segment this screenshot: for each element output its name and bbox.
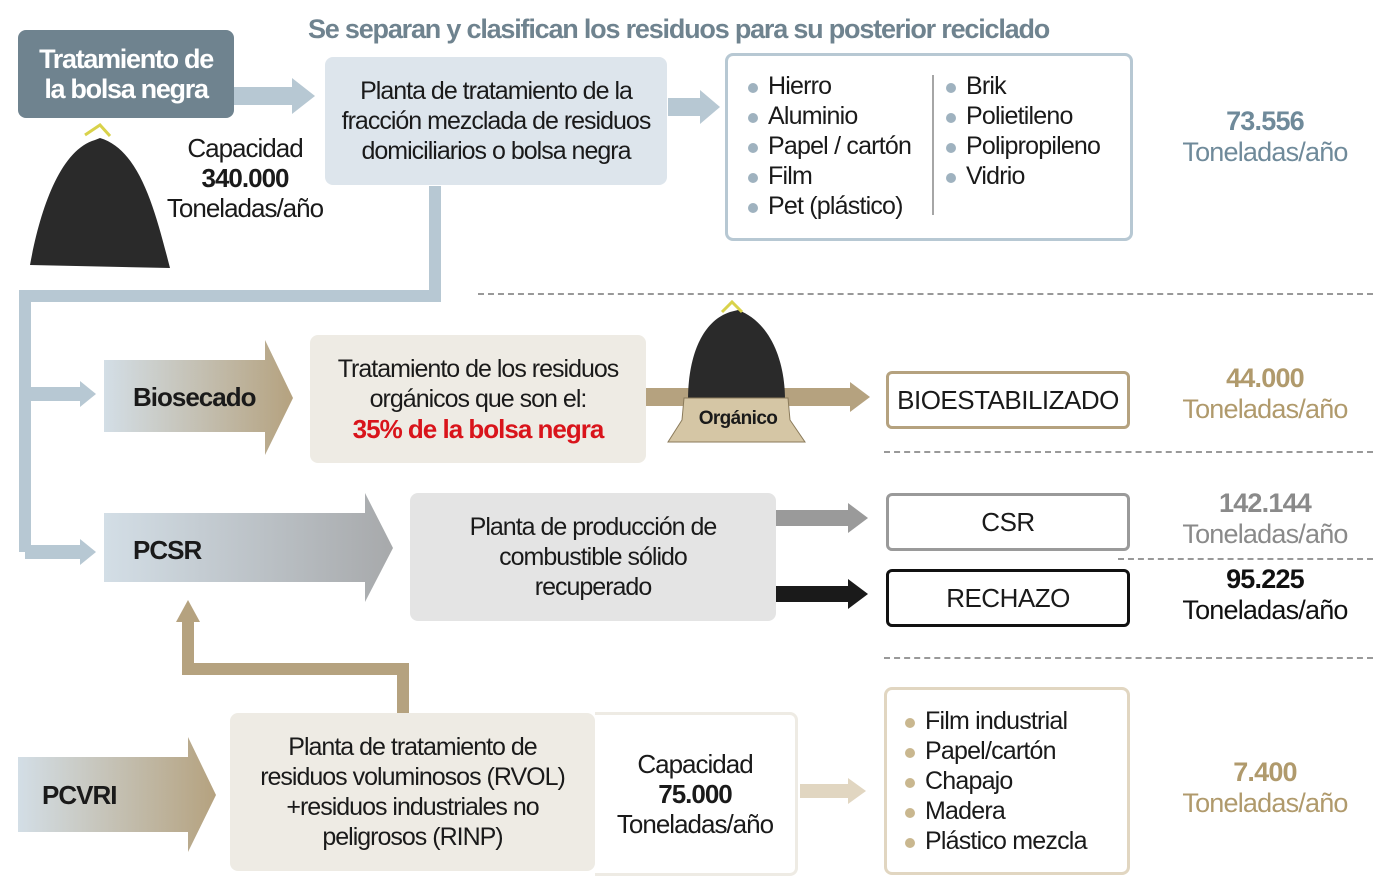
- bioestabilizado-box: BIOESTABILIZADO: [886, 371, 1130, 429]
- csr-box: CSR: [886, 493, 1130, 551]
- branch-pcsr: [25, 539, 96, 565]
- pcsr-box: Planta de producción de combustible sóli…: [410, 493, 776, 621]
- capacity-main: Capacidad 340.000 Toneladas/año: [150, 133, 340, 223]
- capacity-unit: Toneladas/año: [616, 809, 774, 839]
- text-line: recuperado: [534, 573, 652, 601]
- list-item: Film industrial: [903, 706, 1087, 736]
- recyclables-box: Hierro Aluminio Papel / cartón Film Pet …: [725, 53, 1133, 241]
- text-line: peligrosos (RINP): [322, 823, 503, 851]
- text-line: combustible sólido: [499, 543, 688, 571]
- text-line: Planta de tratamiento de: [288, 733, 537, 761]
- plant-main-box: Planta de tratamiento de la fracción mez…: [325, 57, 667, 185]
- page-title: Se separan y clasifican los residuos par…: [308, 14, 1050, 44]
- header-box: Tratamiento de la bolsa negra: [18, 30, 234, 118]
- rechazo-arrow: [776, 579, 868, 609]
- output-unit: Toneladas/año: [1182, 595, 1348, 625]
- list-item: Film: [746, 161, 911, 191]
- csr-arrow: [776, 503, 868, 533]
- materials-list: Film industrial Papel/cartón Chapajo Mad…: [903, 706, 1087, 856]
- list-item: Hierro: [746, 71, 911, 101]
- divider: [1118, 558, 1373, 560]
- capacity-label: Capacidad: [637, 749, 753, 779]
- output-unit: Toneladas/año: [1182, 788, 1348, 818]
- highlight-percent: 35% de la bolsa negra: [352, 414, 605, 444]
- text-line: fracción mezclada de residuos: [341, 107, 652, 135]
- output-value: 7.400: [1233, 757, 1297, 787]
- output-unit: Toneladas/año: [1182, 137, 1348, 167]
- recyclables-output: 73.556 Toneladas/año: [1165, 106, 1365, 168]
- list-item: Vidrio: [944, 161, 1100, 191]
- list-item: Polipropileno: [944, 131, 1101, 161]
- list-item: Pet (plástico): [746, 191, 911, 221]
- csr-output: 142.144 Toneladas/año: [1165, 488, 1365, 550]
- capacity-value: 340.000: [201, 163, 290, 193]
- pcvri-label: PCVRI: [42, 780, 117, 810]
- list-item: Papel / cartón: [746, 131, 912, 161]
- branch-biosecado: [25, 381, 96, 407]
- text-line: residuos voluminosos (RVOL): [260, 763, 566, 791]
- pcsr-label: PCSR: [133, 535, 202, 565]
- text-line: orgánicos que son el:: [369, 385, 588, 413]
- pcvri-capacity: Capacidad 75.000 Toneladas/año: [595, 712, 798, 876]
- biosecado-box: Tratamiento de los residuos orgánicos qu…: [310, 335, 646, 463]
- main-arrow: [234, 78, 315, 114]
- materials-box: Film industrial Papel/cartón Chapajo Mad…: [884, 687, 1130, 875]
- recyclables-col1: Hierro Aluminio Papel / cartón Film Pet …: [746, 71, 912, 221]
- output-value: 142.144: [1219, 488, 1312, 518]
- recycle-arrow: [668, 90, 720, 124]
- biosecado-label: Biosecado: [133, 382, 256, 412]
- text-line: Planta de tratamiento de la: [360, 77, 633, 105]
- biosecado-output: 44.000 Toneladas/año: [1165, 363, 1365, 425]
- header-line: Tratamiento de: [39, 44, 214, 74]
- rechazo-output: 95.225 Toneladas/año: [1165, 564, 1365, 626]
- output-value: 95.225: [1226, 564, 1305, 594]
- list-item: Aluminio: [746, 101, 911, 131]
- bag-icon-main: [30, 123, 170, 268]
- divider: [884, 657, 1373, 659]
- capacity-unit: Toneladas/año: [166, 193, 324, 223]
- output-unit: Toneladas/año: [1182, 519, 1348, 549]
- rechazo-box: RECHAZO: [886, 569, 1130, 627]
- list-item: Chapajo: [903, 766, 1087, 796]
- output-value: 73.556: [1226, 106, 1305, 136]
- text-line: +residuos industriales no: [286, 793, 539, 821]
- text-line: domiciliarios o bolsa negra: [361, 137, 632, 165]
- header-line: la bolsa negra: [44, 74, 209, 104]
- list-item: Polietileno: [944, 101, 1100, 131]
- pcsr-arrow: [104, 493, 393, 602]
- bag-label: Orgánico: [698, 408, 778, 429]
- list-item: Brik: [944, 71, 1100, 101]
- list-item: Plástico mezcla: [903, 826, 1087, 856]
- biosecado-arrow: [104, 340, 293, 455]
- pcvri-output: 7.400 Toneladas/año: [1165, 757, 1365, 819]
- list-item: Papel/cartón: [903, 736, 1087, 766]
- divider: [478, 293, 1373, 295]
- recyclables-col2: Brik Polietileno Polipropileno Vidrio: [944, 71, 1101, 191]
- trunk-line: [19, 186, 441, 552]
- text-line: Planta de producción de: [469, 513, 718, 541]
- output-unit: Toneladas/año: [1182, 394, 1348, 424]
- capacity-label: Capacidad: [187, 133, 303, 163]
- output-value: 44.000: [1226, 363, 1305, 393]
- list-item: Madera: [903, 796, 1087, 826]
- pcvri-arrow: [18, 737, 216, 852]
- divider: [884, 451, 1373, 453]
- pcvri-to-pcsr-line: [182, 620, 409, 713]
- pcvri-box: Planta de tratamiento de residuos volumi…: [230, 713, 595, 871]
- text-line: Tratamiento de los residuos: [337, 355, 620, 383]
- capacity-value: 75.000: [658, 779, 733, 809]
- materials-arrow: [800, 778, 866, 804]
- bag-icon-organic: [667, 299, 806, 443]
